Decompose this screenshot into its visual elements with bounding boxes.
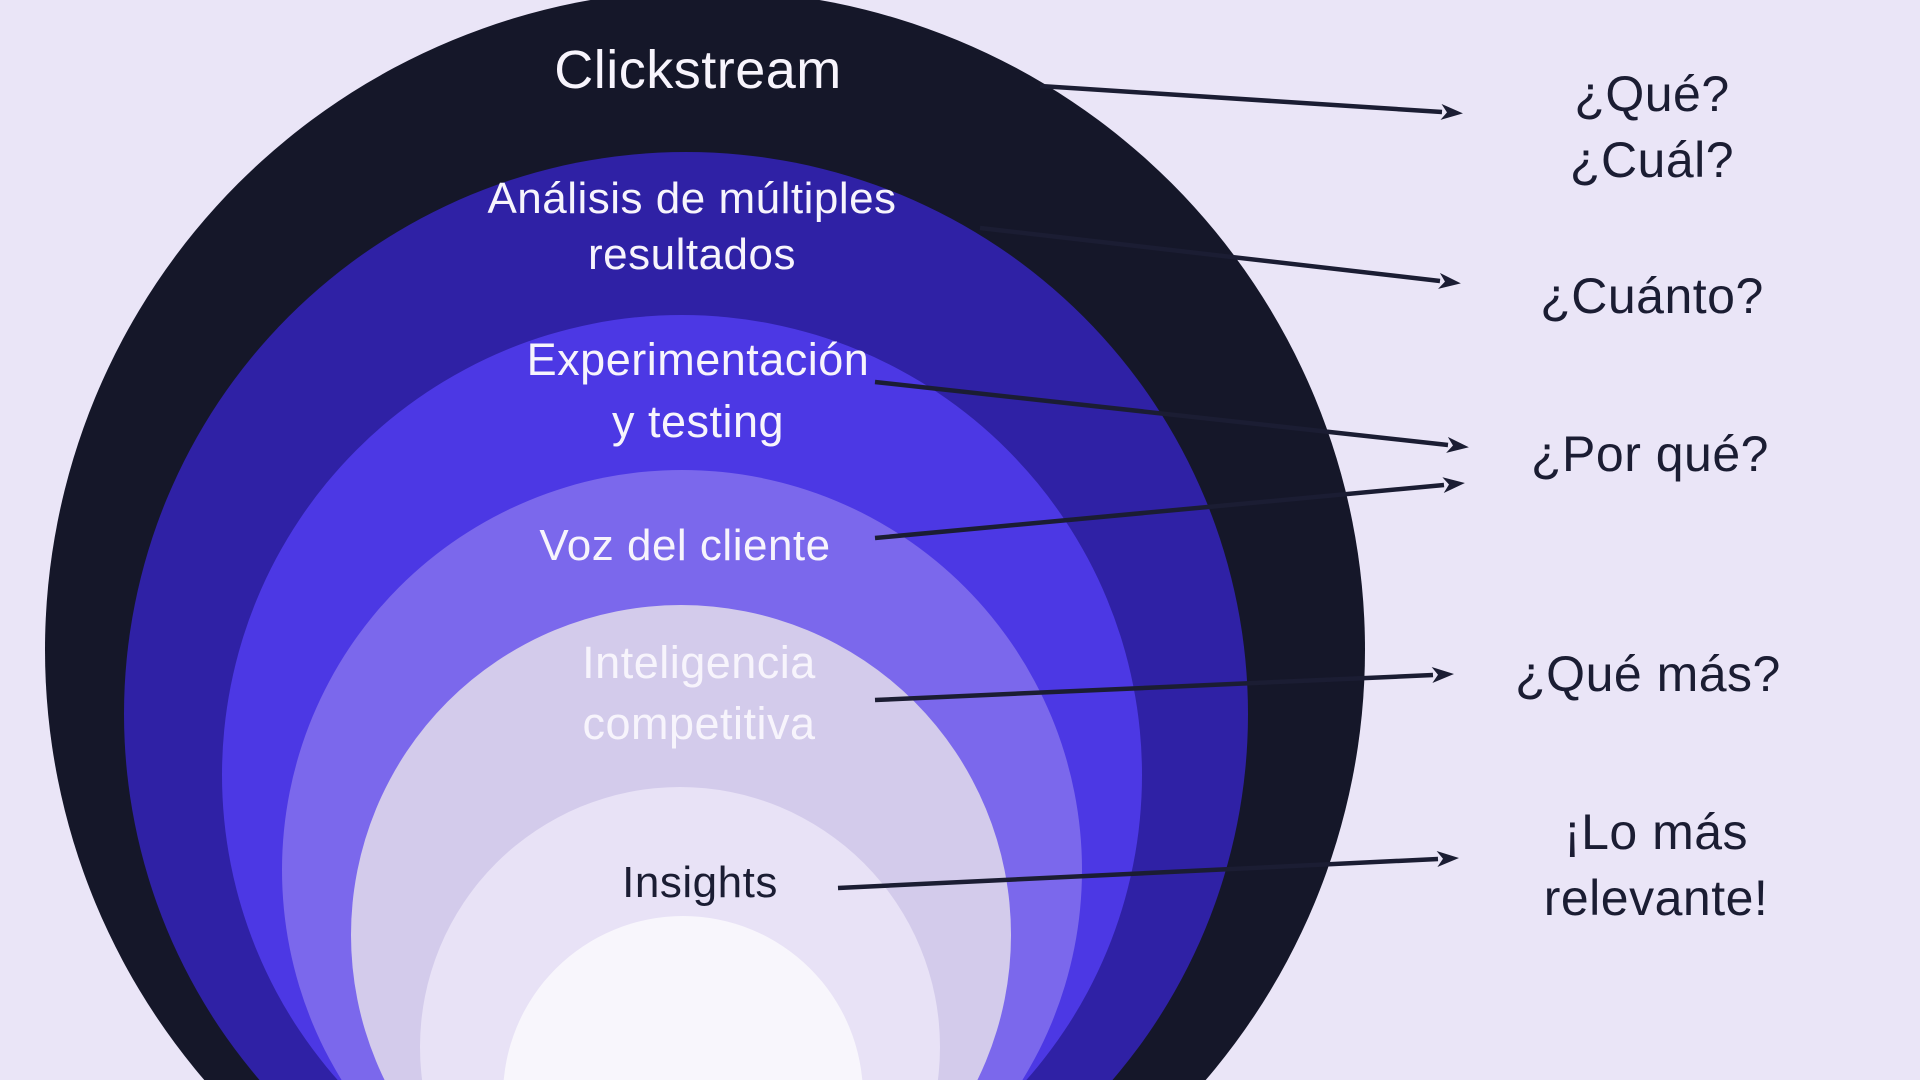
label-voz-line: Voz del cliente [539, 521, 831, 570]
label-experimentacion: Experimentación y testing [527, 329, 870, 453]
label-experimentacion-line2: y testing [611, 396, 785, 447]
label-inteligencia-line2: competitiva [582, 698, 816, 749]
arrow-clickstream [1039, 83, 1463, 120]
question-que-mas: ¿Qué más? [1515, 646, 1781, 702]
label-experimentacion-line1: Experimentación [526, 334, 870, 385]
label-analisis-line2: resultados [587, 230, 796, 279]
label-inteligencia-line1: Inteligencia [582, 637, 816, 688]
question-que-cual: ¿Qué? ¿Cuál? [1569, 66, 1735, 188]
label-voz-del-cliente: Voz del cliente [539, 518, 830, 574]
label-clickstream: Clickstream [554, 41, 842, 99]
label-analisis-multiples: Análisis de múltiples resultados [487, 171, 896, 283]
question-por-que: ¿Por qué? [1531, 426, 1769, 482]
label-inteligencia-competitiva: Inteligencia competitiva [582, 632, 816, 754]
label-clickstream-line: Clickstream [554, 40, 842, 100]
label-insights: Insights [622, 855, 778, 911]
label-analisis-line1: Análisis de múltiples [487, 174, 897, 223]
question-lo-mas-relevante: ¡Lo más relevante! [1543, 804, 1769, 926]
question-cuanto: ¿Cuánto? [1540, 268, 1764, 324]
label-insights-line: Insights [622, 858, 778, 907]
